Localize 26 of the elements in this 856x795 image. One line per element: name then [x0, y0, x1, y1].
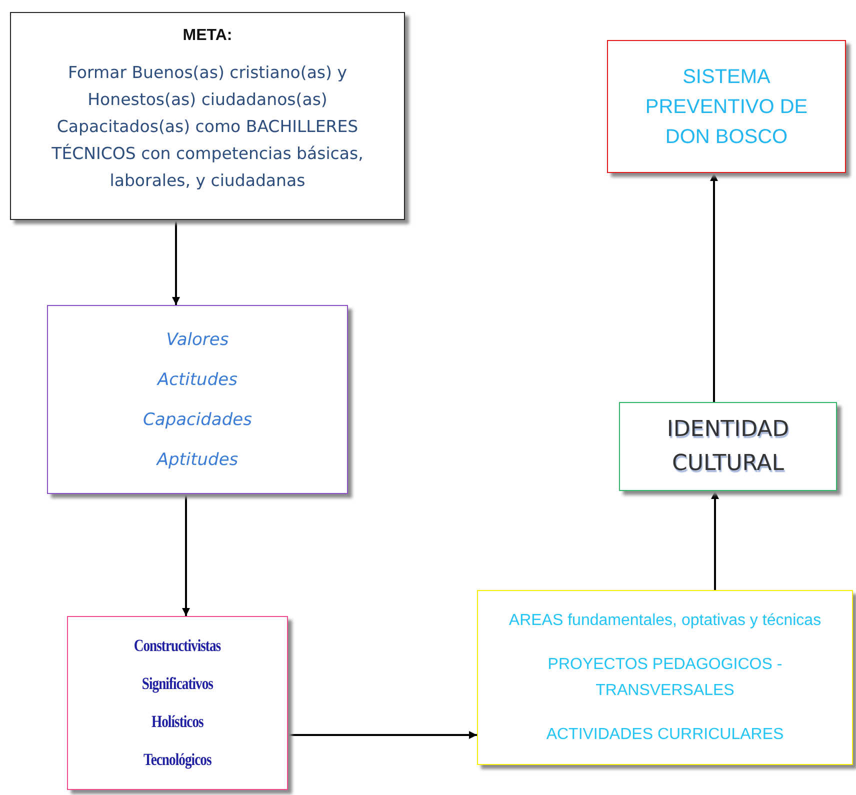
method-item: Tecnológicos — [144, 750, 212, 770]
arrow — [288, 731, 477, 739]
process-box — [607, 40, 846, 173]
value-item: Valores — [166, 330, 229, 350]
heading: META: — [182, 27, 232, 45]
method-item: Constructivistas — [134, 636, 221, 656]
process-box — [477, 590, 853, 765]
process-box — [47, 305, 348, 494]
box-title: IDENTIDAD CULTURAL — [666, 416, 790, 478]
arrow — [172, 220, 180, 305]
goal-text: Formar Buenos(as) cristiano(as) y Honestos(as) ciudadanos(as) Capacitados(as) como BACHILLERES TÉCNICOS con competencias básicas, laborales, y ciudadanas — [50, 62, 364, 192]
value-item: Aptitudes — [156, 450, 238, 470]
arrow — [711, 491, 719, 590]
arrow — [182, 494, 190, 616]
area-item: AREAS fundamentales, optativas y técnicas — [508, 610, 822, 630]
method-item: Holísticos — [152, 712, 204, 732]
method-item: Significativos — [142, 674, 214, 694]
value-item: Actitudes — [158, 370, 238, 390]
value-item: Capacidades — [143, 410, 252, 430]
arrow — [710, 173, 718, 402]
box-title: SISTEMA PREVENTIVO DE DON BOSCO — [644, 64, 809, 150]
area-item: ACTIVIDADES CURRICULARES — [546, 724, 784, 744]
area-item: PROYECTOS PEDAGOGICOS - TRANSVERSALES — [546, 654, 784, 700]
process-box — [67, 616, 288, 790]
process-box — [619, 402, 837, 491]
process-box — [10, 12, 405, 220]
